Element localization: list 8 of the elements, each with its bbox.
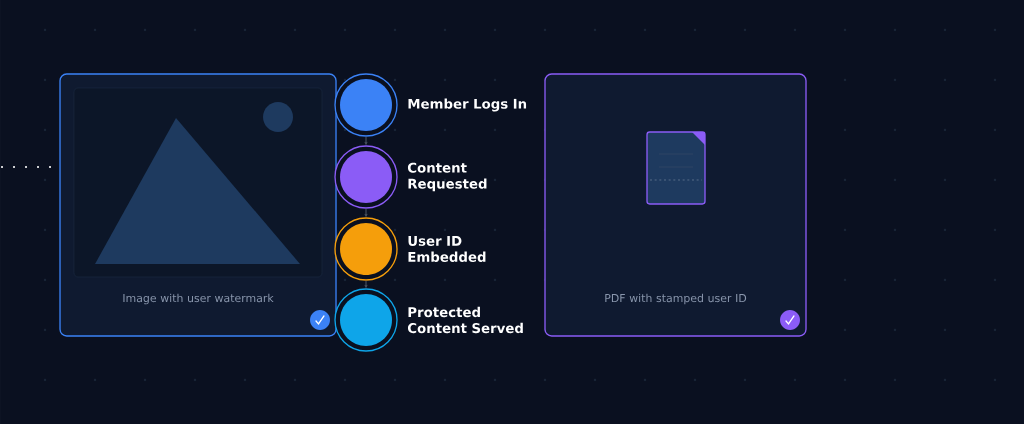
arrow: [364, 208, 368, 217]
arrow: [364, 280, 368, 288]
step-label: Protected Content Served: [407, 306, 523, 334]
step-label: User ID Embedded: [408, 236, 486, 262]
pdf-card: PDF with stamped user ID: [544, 73, 807, 337]
step-label: Content Requested: [407, 162, 487, 192]
arrow: [364, 136, 368, 145]
step-label: Member Logs In: [408, 98, 527, 112]
